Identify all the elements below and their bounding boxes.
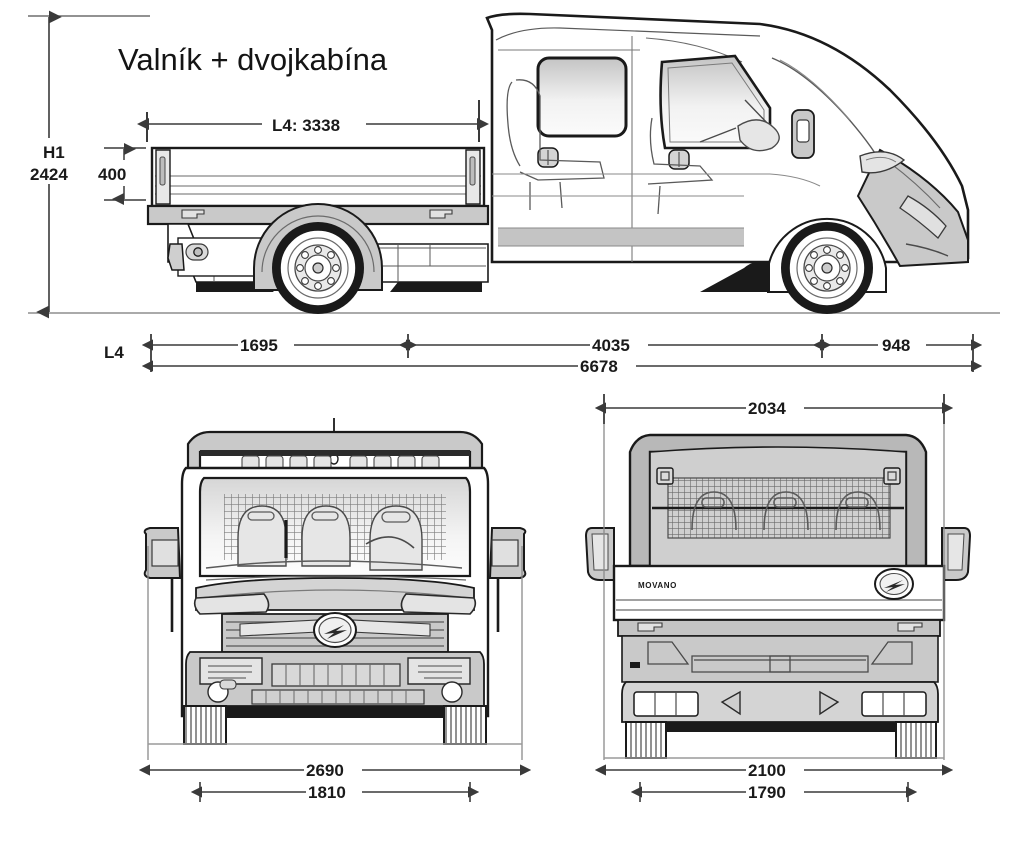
side-view-vehicle bbox=[146, 12, 970, 314]
l4-code-label: L4 bbox=[104, 343, 124, 362]
side-mirror bbox=[791, 109, 815, 159]
front-seats bbox=[237, 505, 423, 571]
tailgate-badge-movano: MOVANO bbox=[638, 581, 677, 590]
side-front-wheel bbox=[767, 217, 887, 314]
rear-view-vehicle: MOVANO bbox=[584, 424, 972, 760]
side-rear-wheel bbox=[253, 203, 383, 314]
opel-blitz-logo-rear bbox=[874, 568, 914, 600]
rear-left-mirror bbox=[584, 527, 615, 581]
side-dashboard bbox=[699, 99, 780, 152]
l4-dimension-block: L4 1695 4035 948 6678 bbox=[104, 334, 983, 376]
dim-rear-overhang-1695: 1695 bbox=[240, 336, 278, 355]
dim-front-overall-width-2690: 2690 bbox=[306, 761, 344, 780]
side-crew-cab bbox=[485, 12, 970, 314]
dropside-height-400: 400 bbox=[98, 165, 126, 184]
dim-wheelbase-4035: 4035 bbox=[592, 336, 630, 355]
dim-front-overhang-948: 948 bbox=[882, 336, 910, 355]
page-title: Valník + dvojkabína bbox=[118, 42, 388, 77]
height-code-h1: H1 bbox=[43, 143, 65, 162]
side-view-height-dimension: H1 2424 bbox=[28, 10, 1000, 319]
rear-bed-hooks bbox=[637, 622, 923, 632]
front-headlights bbox=[193, 593, 477, 615]
front-view-vehicle bbox=[143, 418, 527, 760]
rear-lamp-clusters bbox=[633, 691, 927, 717]
dim-rear-top-width-2034: 2034 bbox=[748, 399, 786, 418]
rear-reflectors bbox=[720, 690, 840, 716]
front-right-mirror bbox=[488, 527, 527, 632]
front-view-width-dimensions: 2690 1810 bbox=[138, 759, 532, 802]
rear-right-mirror bbox=[941, 527, 972, 581]
bed-length-dimension: L4: 3338 bbox=[137, 100, 489, 142]
dim-rear-body-width-1790: 1790 bbox=[748, 783, 786, 802]
rear-view-top-dimension: 2034 bbox=[594, 394, 954, 424]
side-cargo-bed bbox=[150, 146, 486, 208]
dim-front-body-width-1810: 1810 bbox=[308, 783, 346, 802]
dropside-height-dimension: 400 bbox=[96, 143, 146, 205]
height-value-2424: 2424 bbox=[30, 165, 68, 184]
dim-total-length-6678: 6678 bbox=[580, 357, 618, 376]
opel-blitz-logo bbox=[313, 612, 357, 648]
front-view-wheels bbox=[183, 705, 487, 745]
dim-rear-overall-width-2100: 2100 bbox=[748, 761, 786, 780]
side-seats bbox=[506, 79, 714, 215]
front-left-mirror bbox=[143, 527, 182, 632]
front-lower-lamps bbox=[207, 681, 463, 703]
rear-view-width-dimensions: 2100 1790 bbox=[594, 759, 954, 802]
bed-length-label: L4: 3338 bbox=[272, 116, 340, 135]
